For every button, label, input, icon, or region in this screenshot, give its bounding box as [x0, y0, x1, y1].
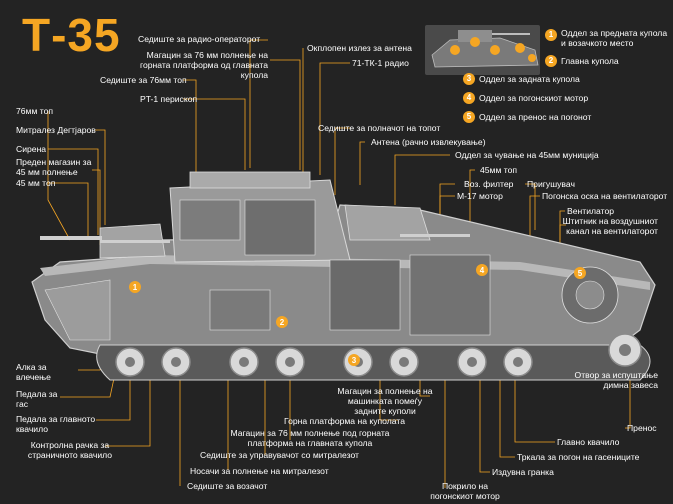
label-mg-ammo-holders: Носачи за полнење на митралезот [190, 466, 329, 476]
label-m17-engine: М-17 мотор [457, 191, 503, 201]
label-76mm-seat: Седиште за 76мм топ [100, 75, 187, 85]
svg-text:2: 2 [280, 318, 285, 327]
legend-item-3: Оддел за задната купола [479, 74, 580, 84]
legend-number-1: 1 [545, 29, 557, 41]
label-76mm-magazine-turret: Магацин за 76 мм полнење на горната плат… [140, 50, 268, 80]
legend-item-4: Оддел за погонскиот мотор [479, 93, 589, 103]
label-pull-ring: Алка за влечење [16, 362, 51, 382]
svg-text:1: 1 [133, 283, 138, 292]
legend-number-3: 3 [463, 73, 475, 85]
label-pt1-periscope: PT-1 перископ [140, 94, 198, 104]
label-fan-drive-shaft: Погонска оска на вентилаторот [542, 191, 668, 201]
label-turret-platform: Горна платформа на куполата [284, 416, 405, 426]
legend-item-5: Оддел за пренос на погонот [479, 112, 592, 122]
label-fan: Вентилатор [567, 206, 614, 216]
label-radio-71tk: 71-ТК-1 радио [352, 58, 409, 68]
label-transmission: Пренос [627, 423, 657, 433]
label-siren: Сирена [16, 144, 47, 154]
label-45mm-gun-rear: 45мм топ [480, 165, 518, 175]
tracks [96, 333, 651, 381]
label-76mm-gun: 76мм топ [16, 106, 54, 116]
tank-thumbnail [425, 25, 540, 75]
label-loader-seat: Седиште за полначот на топот [318, 123, 441, 133]
legend-number-4: 4 [463, 92, 475, 104]
label-antenna-exit: Окплопен излез за антена [307, 43, 412, 53]
svg-text:3: 3 [352, 356, 357, 365]
page-title: Т-35 [22, 9, 121, 61]
label-76mm-magazine-platform: Магацин за 76 мм полнење под горната пла… [230, 428, 390, 448]
label-dp-machine-gun: Митралез Дегтјаров [16, 125, 96, 135]
label-mg-operator-seat: Седиште за управувачот со митралезот [200, 450, 359, 460]
label-main-clutch: Главно квачило [557, 437, 620, 447]
label-track-drive-wheels: Тркала за погон на гасениците [517, 452, 640, 462]
label-rear-mg-magazine: Магацин за полнење на машинката помеѓу з… [337, 386, 433, 416]
label-side-clutch-lever: Контролна рачка за страничното квачило [27, 440, 113, 460]
label-air-duct-shield: Штитник на воздушниот канал на вентилато… [562, 216, 658, 236]
label-driver-seat: Седиште за возачот [187, 481, 268, 491]
section-markers: 1 2 3 4 5 [129, 264, 586, 366]
label-45mm-gun: 45 мм топ [16, 178, 56, 188]
label-radio-seat: Седиште за радио-операторот [138, 34, 261, 44]
label-engine-cover: Покрило на погонскиот мотор [430, 481, 500, 501]
label-45mm-ammo-compartment: Оддел за чување на 45мм муниција [455, 150, 599, 160]
legend-item-1: Оддел за предната купола и возачкото мес… [561, 28, 668, 48]
label-air-filter: Воз. филтер [464, 179, 514, 189]
svg-text:5: 5 [578, 269, 583, 278]
label-exhaust-manifold: Издувна гранка [492, 467, 554, 477]
label-main-clutch-pedal: Педала за главното квачило [16, 414, 96, 434]
label-front-45mm-magazine: Преден магазин за 45 мм полнење [16, 157, 92, 177]
label-gas-pedal: Педала за гас [16, 389, 58, 409]
legend-number-2: 2 [545, 55, 557, 67]
svg-text:4: 4 [480, 266, 485, 275]
legend-number-5: 5 [463, 111, 475, 123]
label-smoke-screen-outlet: Отвор за испуштање димна завеса [574, 370, 658, 390]
legend-item-2: Главна купола [561, 56, 619, 66]
label-muffler: Пригушувач [527, 179, 575, 189]
label-manual-antenna: Антена (рачно извлекување) [371, 137, 486, 147]
tank-hull [31, 171, 656, 361]
